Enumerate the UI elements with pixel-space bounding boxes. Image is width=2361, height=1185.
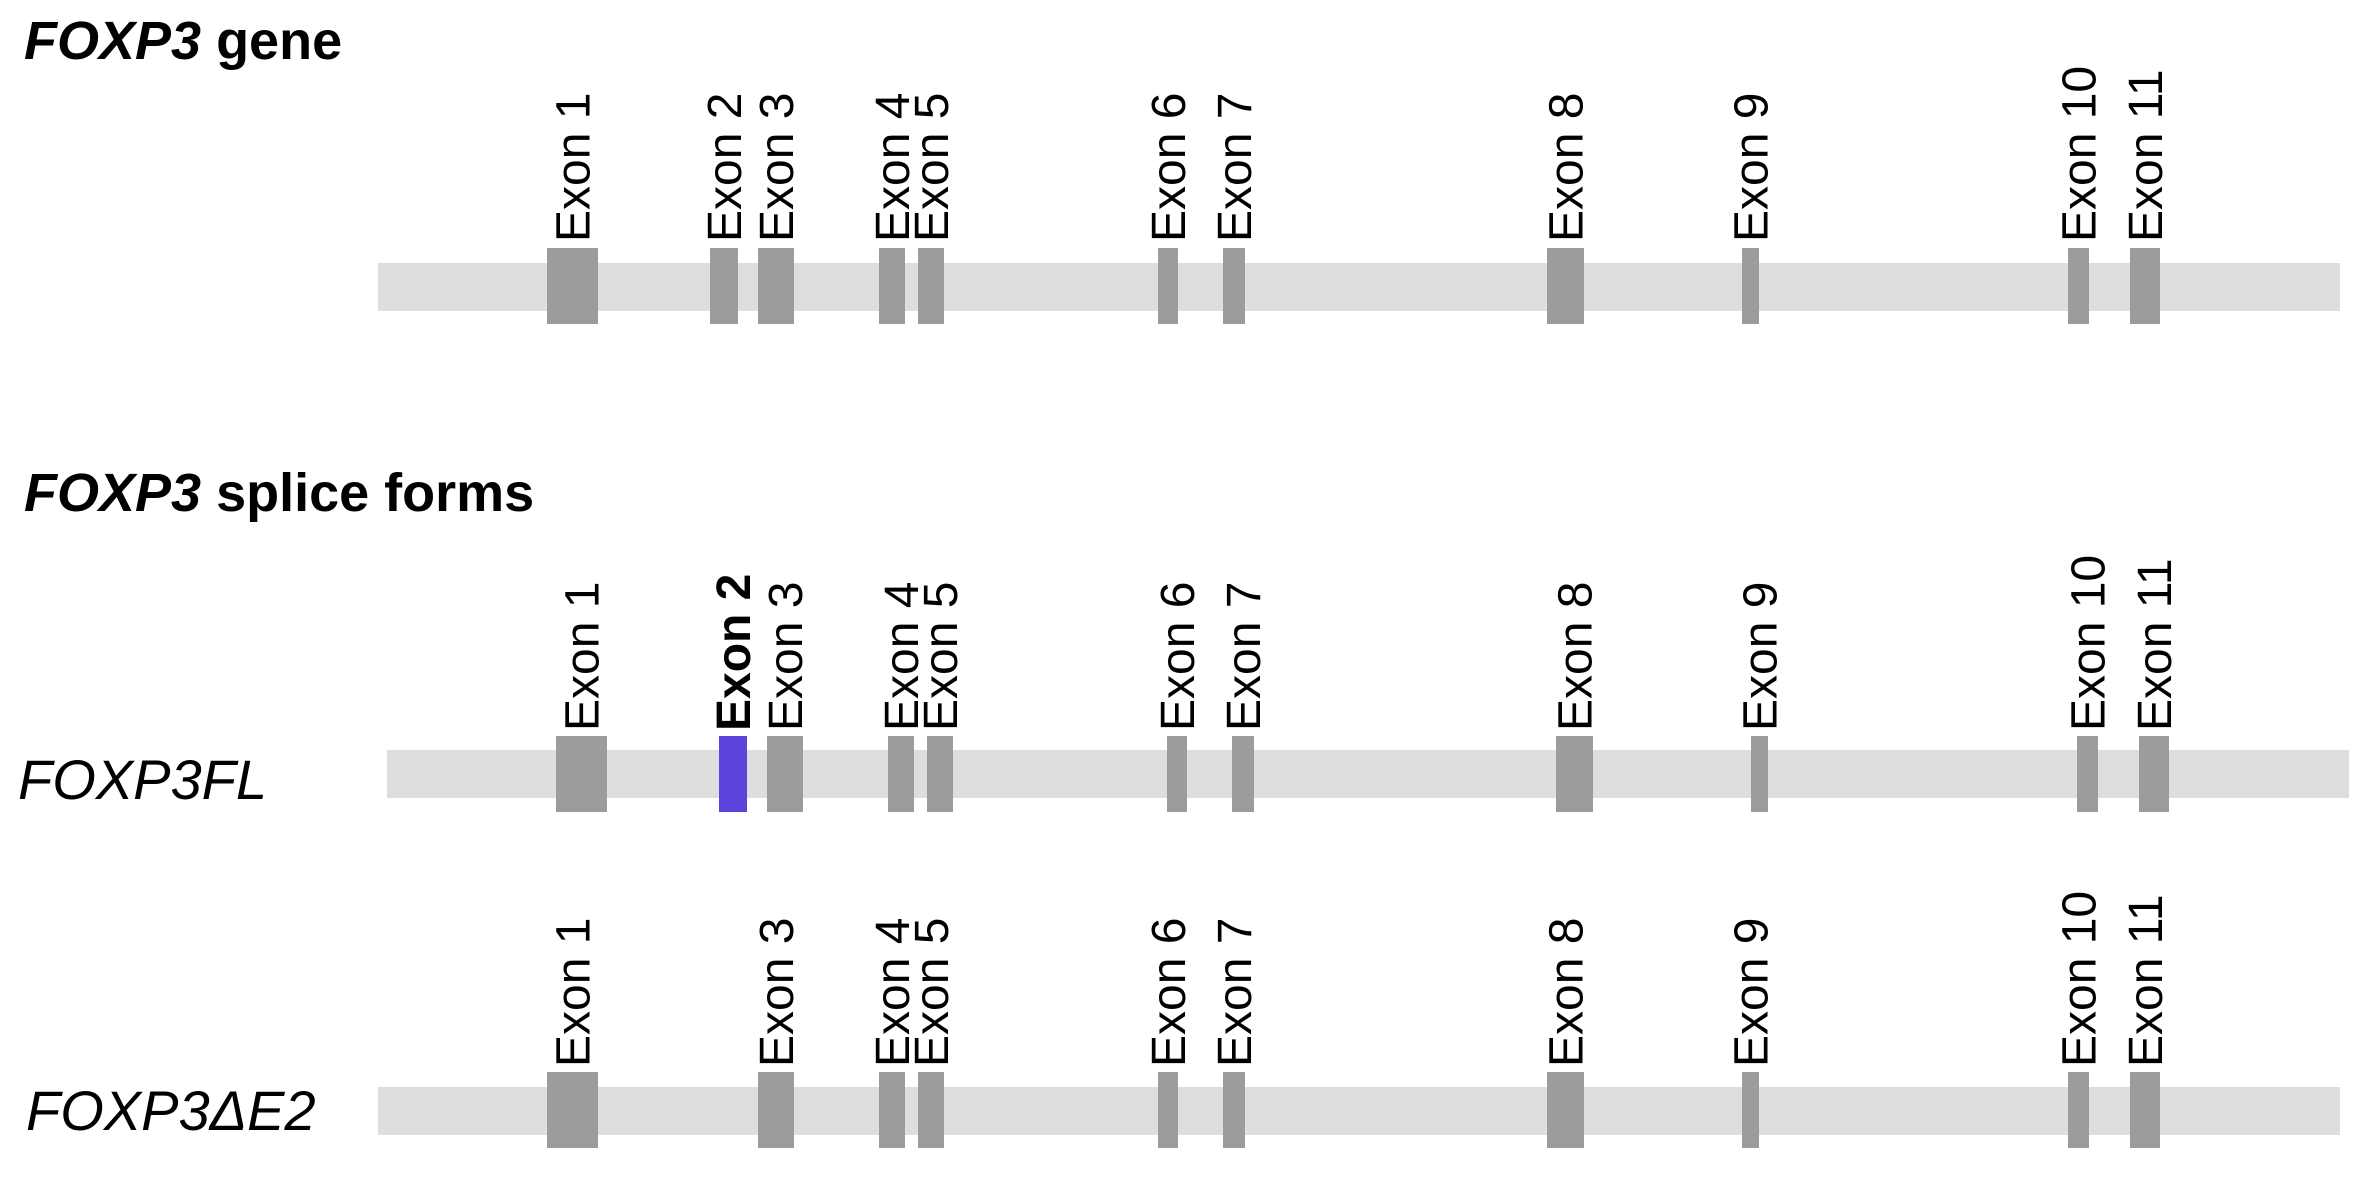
- exon-9-block: [1742, 1072, 1759, 1148]
- exon-6-block: [1158, 248, 1178, 324]
- exon-7-block: [1232, 736, 1254, 812]
- exon-10-label: Exon 10: [2063, 555, 2116, 731]
- exon-11-block: [2130, 1072, 2160, 1148]
- exon-9-block: [1751, 736, 1768, 812]
- exon-7-label: Exon 7: [1209, 918, 1262, 1067]
- exon-4-block: [879, 1072, 905, 1148]
- exon-4-block: [888, 736, 914, 812]
- exon-10-block: [2068, 248, 2089, 324]
- exon-7-label: Exon 7: [1209, 93, 1262, 242]
- exon-3-label: Exon 3: [751, 93, 804, 242]
- exon-8-label: Exon 8: [1550, 582, 1603, 731]
- exon-6-label: Exon 6: [1143, 918, 1196, 1067]
- exon-11-block: [2139, 736, 2169, 812]
- exon-10-block: [2068, 1072, 2089, 1148]
- gene-title-suffix: gene: [201, 11, 343, 71]
- exon-1-block: [556, 736, 607, 812]
- intron-backbone: [387, 750, 2349, 798]
- exon-8-block: [1556, 736, 1593, 812]
- exon-4-label: Exon 4: [867, 93, 920, 242]
- exon-7-label: Exon 7: [1218, 582, 1271, 731]
- exon-9-label: Exon 9: [1726, 93, 1779, 242]
- exon-2-block: [710, 248, 738, 324]
- exon-2-label: Exon 2: [708, 574, 761, 731]
- exon-2-block: [719, 736, 747, 812]
- exon-7-block: [1223, 1072, 1245, 1148]
- exon-4-label: Exon 4: [876, 582, 929, 731]
- exon-6-label: Exon 6: [1143, 93, 1196, 242]
- gene-section-title: FOXP3 gene: [24, 14, 342, 68]
- exon-10-block: [2077, 736, 2098, 812]
- exon-5-label: Exon 5: [906, 918, 959, 1067]
- exon-10-label: Exon 10: [2054, 66, 2107, 242]
- exon-5-block: [918, 248, 944, 324]
- gene-title-symbol: FOXP3: [24, 11, 202, 71]
- exon-5-label: Exon 5: [915, 582, 968, 731]
- exon-3-label: Exon 3: [760, 582, 813, 731]
- exon-6-block: [1158, 1072, 1178, 1148]
- exon-5-block: [918, 1072, 944, 1148]
- exon-1-label: Exon 1: [548, 93, 601, 242]
- exon-1-block: [547, 248, 598, 324]
- exon-1-label: Exon 1: [557, 582, 610, 731]
- intron-backbone: [378, 1087, 2340, 1135]
- exon-5-block: [927, 736, 953, 812]
- exon-11-label: Exon 11: [2129, 558, 2182, 731]
- exon-6-label: Exon 6: [1152, 582, 1205, 731]
- intron-backbone: [378, 263, 2340, 311]
- splice-title-symbol: FOXP3: [24, 463, 202, 523]
- exon-6-block: [1167, 736, 1187, 812]
- splice-section-title: FOXP3 splice forms: [24, 466, 534, 520]
- exon-2-label: Exon 2: [699, 93, 752, 242]
- exon-11-label: Exon 11: [2120, 69, 2173, 242]
- exon-11-label: Exon 11: [2120, 894, 2173, 1067]
- splice-title-suffix: splice forms: [201, 463, 535, 523]
- exon-9-label: Exon 9: [1726, 918, 1779, 1067]
- track-label-de2: FOXP3ΔE2: [26, 1079, 316, 1142]
- exon-4-label: Exon 4: [867, 918, 920, 1067]
- exon-3-block: [758, 1072, 794, 1148]
- exon-3-label: Exon 3: [751, 918, 804, 1067]
- exon-7-block: [1223, 248, 1245, 324]
- exon-1-block: [547, 1072, 598, 1148]
- exon-3-block: [758, 248, 794, 324]
- exon-1-label: Exon 1: [548, 918, 601, 1067]
- exon-10-label: Exon 10: [2054, 891, 2107, 1067]
- exon-11-block: [2130, 248, 2160, 324]
- track-label-fl: FOXP3FL: [18, 748, 267, 811]
- exon-5-label: Exon 5: [906, 93, 959, 242]
- exon-9-label: Exon 9: [1735, 582, 1788, 731]
- exon-8-block: [1547, 1072, 1584, 1148]
- exon-3-block: [767, 736, 803, 812]
- exon-8-label: Exon 8: [1541, 93, 1594, 242]
- exon-9-block: [1742, 248, 1759, 324]
- exon-8-label: Exon 8: [1541, 918, 1594, 1067]
- exon-4-block: [879, 248, 905, 324]
- exon-8-block: [1547, 248, 1584, 324]
